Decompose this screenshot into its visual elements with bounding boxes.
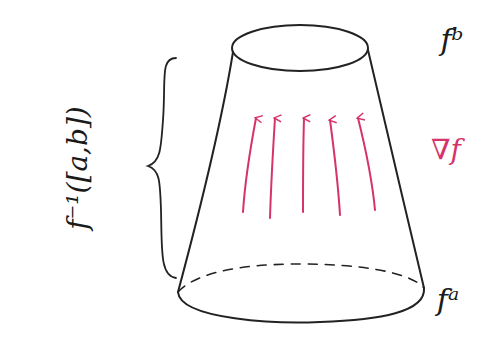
level-set-label: fᵃ: [437, 285, 459, 315]
top-ellipse: [232, 25, 368, 71]
bottom-back: [178, 264, 424, 292]
left-side: [178, 52, 233, 292]
preimage-label: f⁻¹([a,b]): [64, 106, 92, 230]
right-side: [368, 50, 424, 288]
level-set-label: fᵇ: [440, 25, 463, 55]
brace: [148, 58, 176, 278]
gradient-label: ∇f: [431, 136, 461, 164]
bottom-front: [178, 288, 424, 322]
gradient-arrows: [243, 118, 375, 218]
